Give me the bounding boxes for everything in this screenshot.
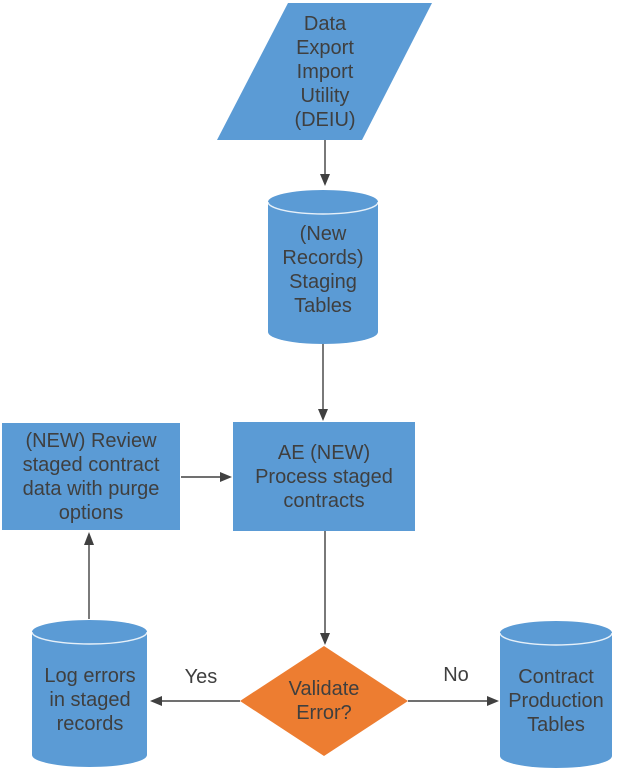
review-staged-rect-shape <box>2 423 180 530</box>
deiu-parallelogram-shape <box>217 3 432 140</box>
arrowhead-validate-to-logerrors <box>150 696 162 706</box>
log-errors-cylinder-lip <box>31 631 148 645</box>
production-tables-cylinder-lip <box>499 632 613 646</box>
production-tables-cylinder-shape <box>500 621 612 768</box>
staging-tables-cylinder-lip <box>267 201 379 215</box>
arrowhead-validate-to-production <box>487 696 499 706</box>
arrowhead-process-to-validate <box>320 633 330 645</box>
arrowhead-staging-to-process <box>318 409 328 421</box>
arrowhead-review-to-process <box>220 472 232 482</box>
staging-tables-cylinder-shape <box>268 190 378 344</box>
arrowhead-deiu-to-staging <box>320 174 330 186</box>
arrowhead-logerrors-to-review <box>84 532 94 545</box>
log-errors-cylinder-shape <box>32 620 147 767</box>
validate-error-diamond-shape <box>240 646 408 756</box>
process-staged-rect-shape <box>233 422 415 531</box>
